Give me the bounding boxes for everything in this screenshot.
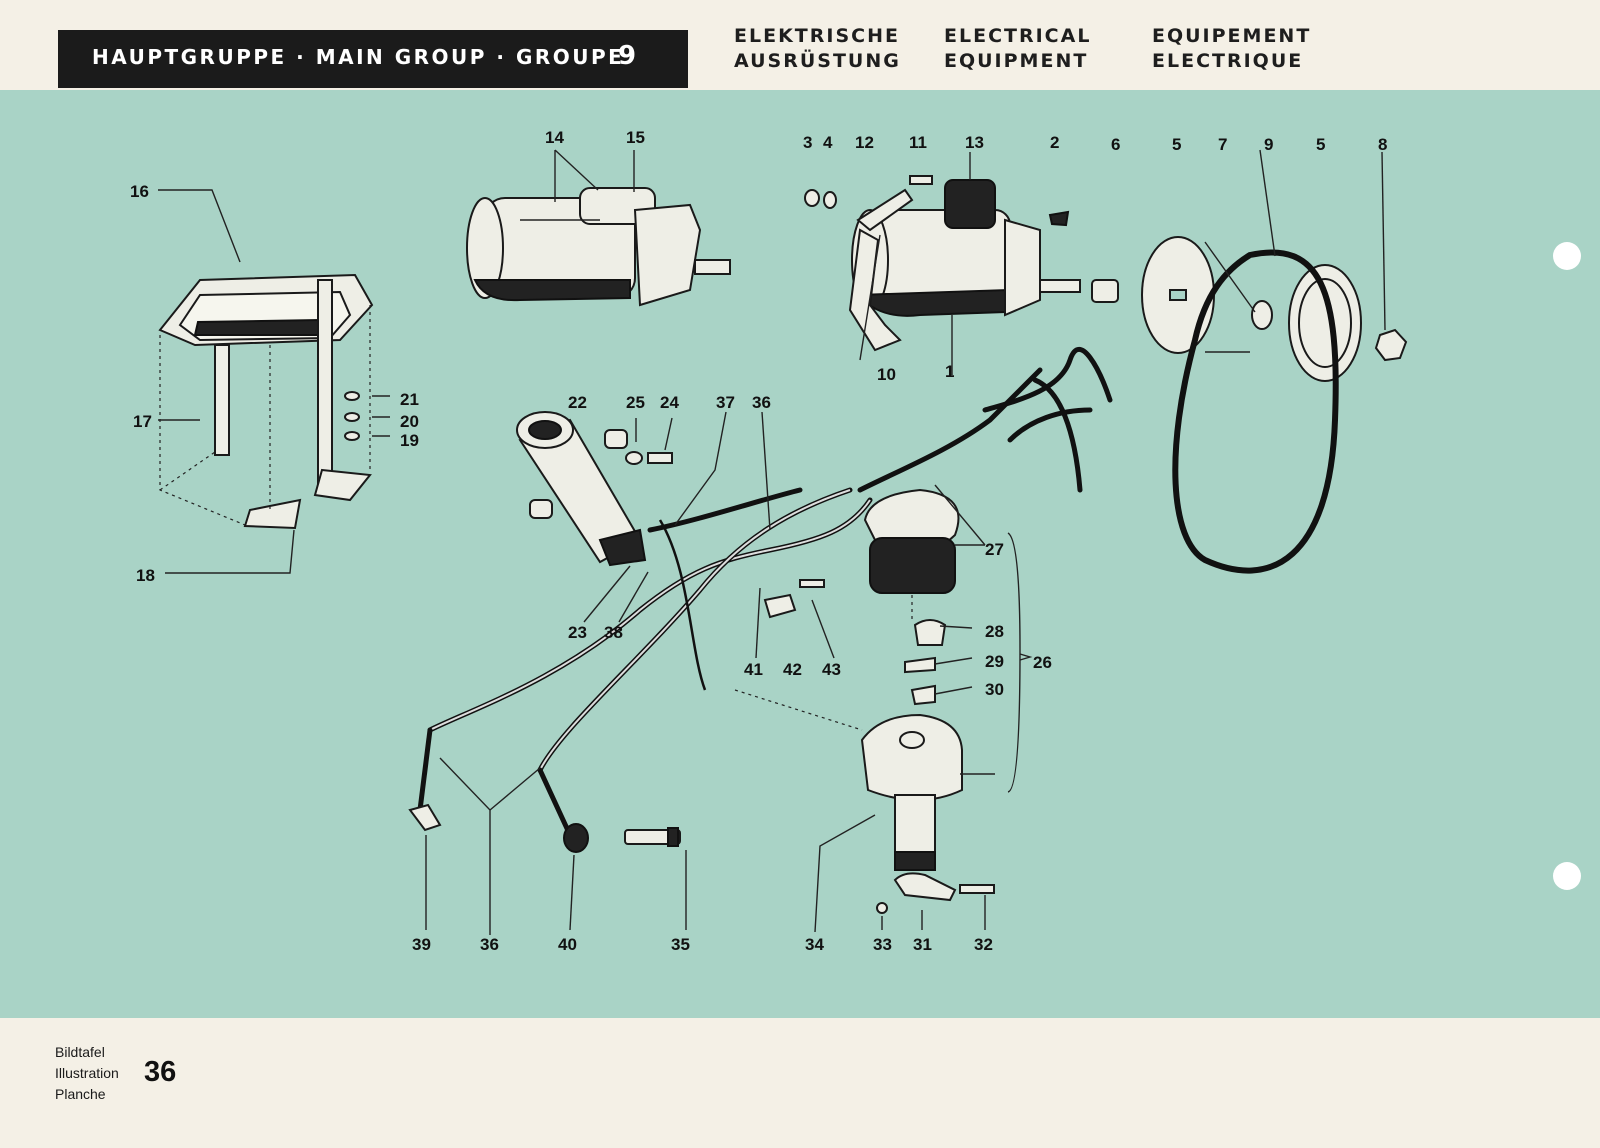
callout-29: 29 [985, 652, 1004, 671]
title-english: ELECTRICAL EQUIPMENT [944, 24, 1091, 74]
title-german-line-2: AUSRÜSTUNG [734, 50, 901, 72]
plate-label: Bildtafel Illustration Planche [55, 1042, 119, 1105]
callout-5-inner: 5 [1316, 135, 1325, 154]
callout-19: 19 [400, 431, 419, 450]
callout-22: 22 [568, 393, 587, 412]
battery-frame-drawing [158, 273, 374, 530]
callout-6: 6 [1111, 135, 1120, 154]
callout-4: 4 [823, 133, 833, 152]
callout-13: 13 [965, 133, 984, 152]
callout-9: 9 [1264, 135, 1273, 154]
ignition-coil-drawing [516, 411, 673, 567]
main-group-number: 9 [618, 41, 637, 71]
callout-36-bottom: 36 [480, 935, 499, 954]
binder-hole-bottom [1553, 862, 1581, 890]
callout-40: 40 [558, 935, 577, 954]
callout-21: 21 [400, 390, 419, 409]
callout-20: 20 [400, 412, 419, 431]
callout-17: 17 [133, 412, 152, 431]
plate-label-german: Bildtafel [55, 1044, 105, 1060]
callout-24: 24 [660, 393, 679, 412]
callout-3: 3 [803, 133, 812, 152]
callout-38: 38 [604, 623, 623, 642]
callout-42: 42 [783, 660, 802, 679]
callout-11: 11 [909, 133, 927, 152]
callout-32: 32 [974, 935, 993, 954]
plate-label-english: Illustration [55, 1065, 119, 1081]
plate-number: 36 [144, 1056, 177, 1088]
main-group-label: HAUPTGRUPPE · MAIN GROUP · GROUPE [92, 45, 625, 69]
callout-41: 41 [744, 660, 763, 679]
title-french: EQUIPEMENT ELECTRIQUE [1152, 24, 1311, 74]
diagram-drawing: 1 2 3 4 5 5 6 7 8 9 10 11 12 13 14 14 15… [130, 128, 1408, 954]
callout-16: 16 [130, 182, 149, 201]
callout-28: 28 [985, 622, 1004, 641]
callout-39: 39 [412, 935, 431, 954]
title-english-line-1: ELECTRICAL [944, 25, 1092, 47]
callout-12: 12 [855, 133, 874, 152]
title-french-line-2: ELECTRIQUE [1152, 50, 1304, 72]
callout-43: 43 [822, 660, 841, 679]
ignition-leads-drawing [408, 346, 1113, 853]
title-german-line-1: ELEKTRISCHE [734, 25, 900, 47]
callout-34: 34 [805, 935, 824, 954]
callout-2: 2 [1050, 133, 1059, 152]
callout-18: 18 [136, 566, 155, 585]
leader-lines [158, 149, 1386, 935]
exploded-parts-diagram: 1 2 3 4 5 5 6 7 8 9 10 11 12 13 14 14 15… [0, 90, 1600, 1018]
callout-30: 30 [985, 680, 1004, 699]
callout-15: 15 [626, 128, 645, 147]
callout-1: 1 [945, 362, 954, 381]
callout-5-outer: 5 [1172, 135, 1181, 154]
callout-37: 37 [716, 393, 735, 412]
callout-7: 7 [1218, 135, 1227, 154]
callout-35: 35 [671, 935, 690, 954]
starter-motor-drawing [466, 187, 731, 307]
callout-27: 27 [985, 540, 1004, 559]
distributor-drawing [860, 488, 995, 914]
title-french-line-1: EQUIPEMENT [1152, 25, 1312, 47]
pulley-and-belt-drawing [1141, 236, 1408, 574]
callout-31: 31 [913, 935, 932, 954]
callout-26: 26 [1033, 653, 1052, 672]
callout-labels: 1 2 3 4 5 5 6 7 8 9 10 11 12 13 14 14 15… [130, 128, 1387, 954]
small-hardware-drawing [804, 189, 1119, 303]
generator-drawing [848, 175, 1081, 352]
callout-33: 33 [873, 935, 892, 954]
title-german: ELEKTRISCHE AUSRÜSTUNG [734, 24, 901, 74]
callout-36-top: 36 [752, 393, 771, 412]
callout-23: 23 [568, 623, 587, 642]
title-english-line-2: EQUIPMENT [944, 50, 1089, 72]
callout-25: 25 [626, 393, 645, 412]
plate-label-french: Planche [55, 1086, 106, 1102]
main-group-header: HAUPTGRUPPE · MAIN GROUP · GROUPE 9 [58, 30, 688, 88]
binder-hole-top [1553, 242, 1581, 270]
callout-14: 14 [545, 128, 564, 147]
callout-8: 8 [1378, 135, 1387, 154]
callout-10: 10 [877, 365, 896, 384]
